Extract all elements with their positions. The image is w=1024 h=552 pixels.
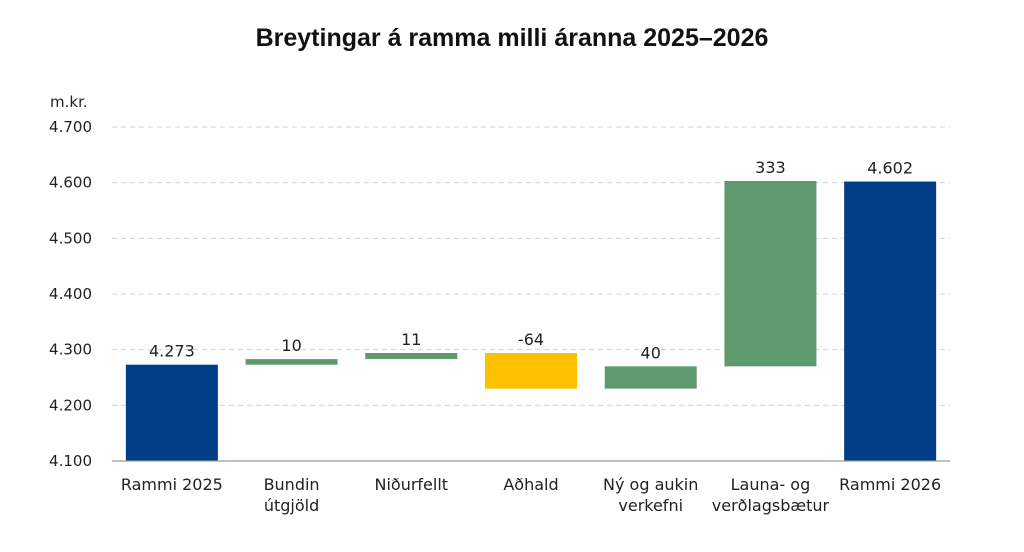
gridlines bbox=[112, 126, 950, 406]
x-category-label-line: Aðhald bbox=[503, 475, 558, 494]
y-tick-label: 4.300 bbox=[49, 341, 92, 359]
y-tick-label: 4.500 bbox=[49, 229, 92, 247]
data-label: 10 bbox=[281, 336, 301, 355]
bar-increase bbox=[245, 359, 338, 365]
y-tick-label: 4.600 bbox=[49, 174, 92, 192]
data-label: 4.602 bbox=[867, 159, 913, 178]
data-label: 333 bbox=[755, 158, 786, 177]
chart-title: Breytingar á ramma milli áranna 2025–202… bbox=[255, 24, 769, 52]
data-label: 40 bbox=[641, 343, 661, 362]
data-labels: 4.273 10 11 -64 40 333 4.602 bbox=[149, 158, 913, 362]
bar-increase bbox=[724, 180, 817, 367]
x-category-label-line: Launa- og bbox=[731, 475, 811, 494]
bar-increase bbox=[604, 366, 697, 389]
bar-decrease bbox=[485, 353, 577, 389]
x-category-label-line: útgjöld bbox=[264, 496, 319, 515]
data-label: 4.273 bbox=[149, 342, 195, 361]
x-category-label: Niðurfellt bbox=[375, 475, 449, 494]
x-category-label: Aðhald bbox=[503, 475, 558, 494]
x-category-label: Bundin útgjöld bbox=[264, 475, 320, 515]
y-tick-label: 4.700 bbox=[49, 118, 92, 136]
x-category-label-line: Bundin bbox=[264, 475, 320, 494]
bar-total bbox=[844, 181, 937, 461]
bars bbox=[125, 180, 937, 461]
x-axis: Rammi 2025 Bundin útgjöld Niðurfellt Aðhald N… bbox=[112, 460, 950, 515]
y-axis: 4.100 4.200 4.300 4.400 4.500 4.600 4.700 bbox=[49, 118, 92, 470]
x-category-label-line: Niðurfellt bbox=[375, 475, 449, 494]
y-tick-label: 4.200 bbox=[49, 396, 92, 414]
x-category-label: Rammi 2025 bbox=[121, 475, 223, 494]
x-category-label: Launa- og verðlagsbætur bbox=[712, 475, 830, 515]
data-label: 11 bbox=[401, 330, 421, 349]
x-category-label-line: Rammi 2026 bbox=[839, 475, 941, 494]
y-axis-unit-label: m.kr. bbox=[50, 93, 88, 111]
data-label: -64 bbox=[518, 330, 544, 349]
x-category-label-line: verkefni bbox=[618, 496, 683, 515]
x-category-label-line: verðlagsbætur bbox=[712, 496, 830, 515]
x-category-label-line: Rammi 2025 bbox=[121, 475, 223, 494]
bar-increase bbox=[365, 353, 458, 360]
y-tick-label: 4.100 bbox=[49, 452, 92, 470]
y-tick-label: 4.400 bbox=[49, 285, 92, 303]
bar-total bbox=[125, 364, 218, 461]
x-category-label: Ný og aukin verkefni bbox=[603, 475, 698, 515]
x-category-label-line: Ný og aukin bbox=[603, 475, 698, 494]
x-category-label: Rammi 2026 bbox=[839, 475, 941, 494]
